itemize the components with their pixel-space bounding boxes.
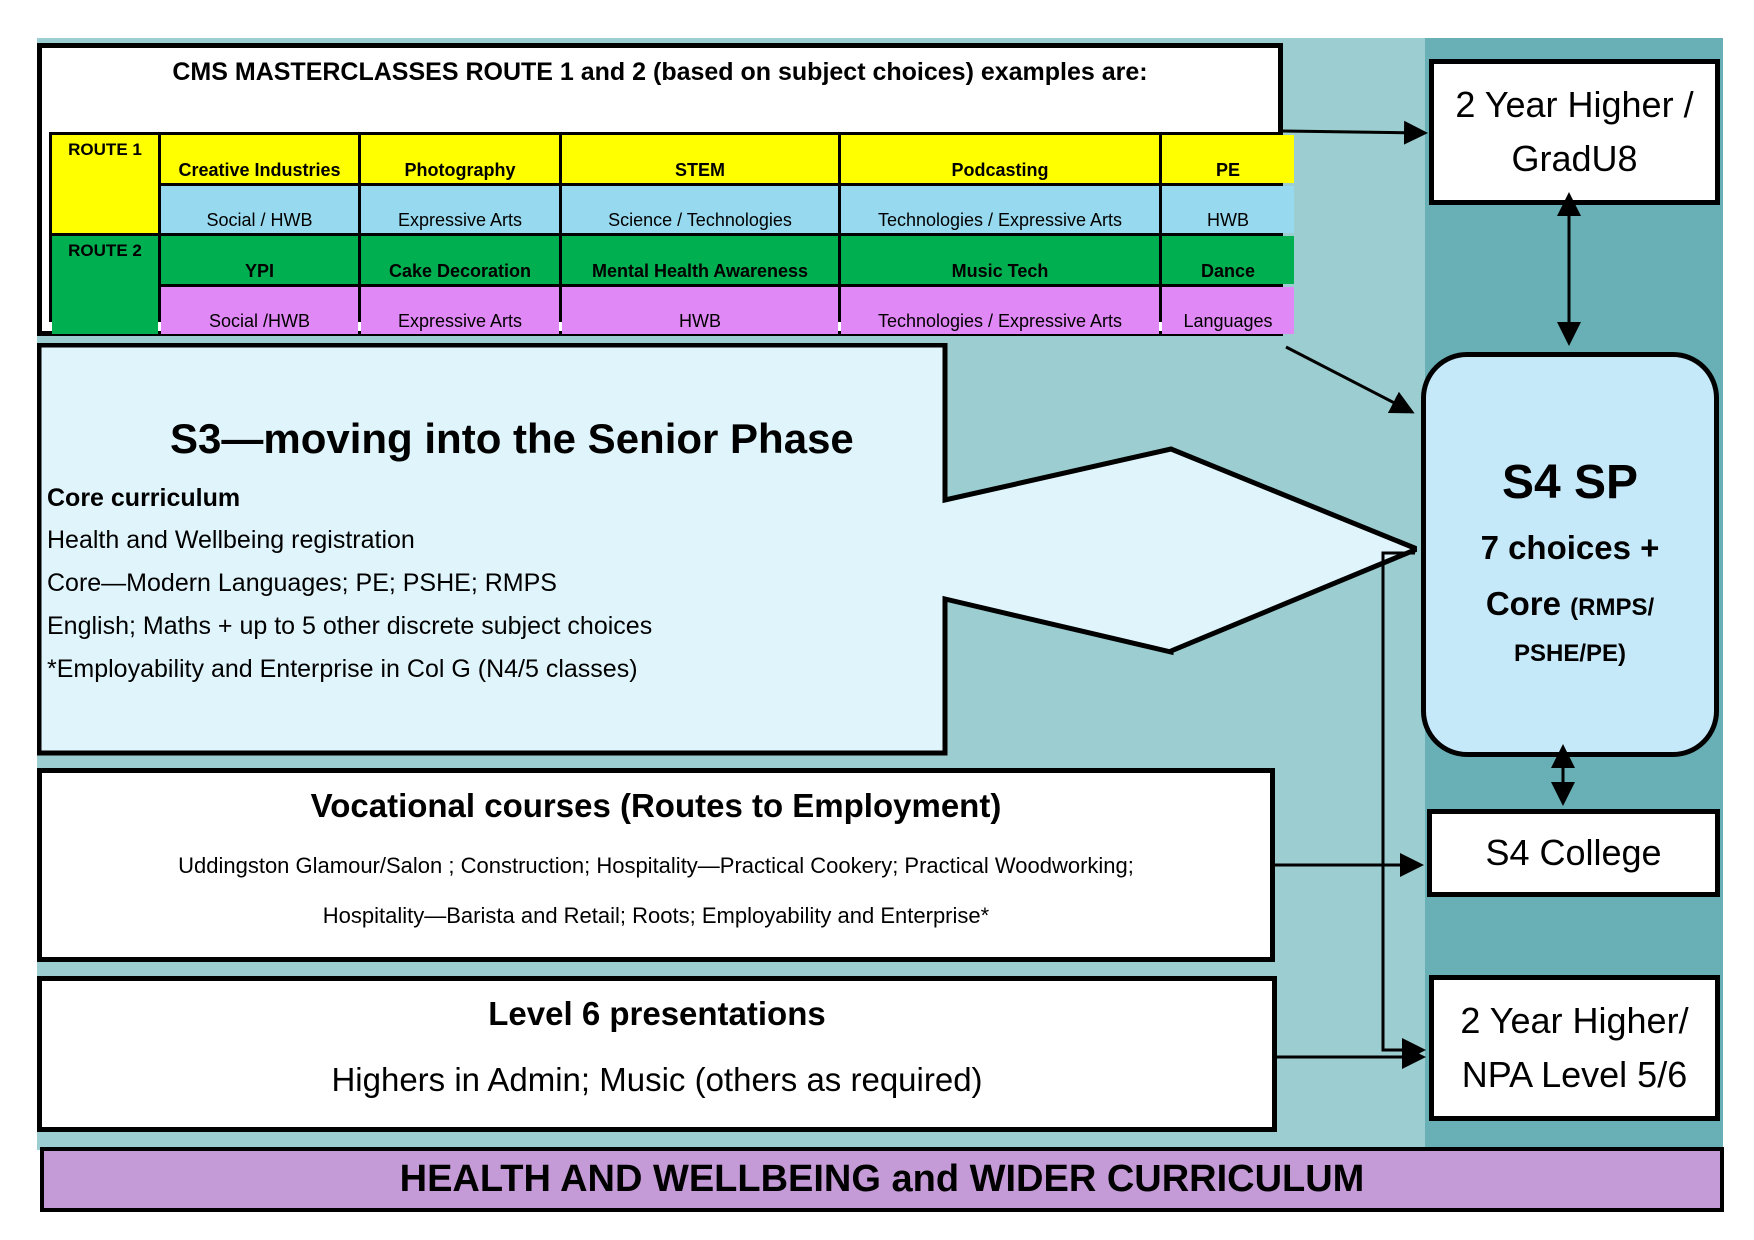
- route2-area: Languages: [1162, 287, 1294, 334]
- s4-sp-box: S4 SP 7 choices + Core (RMPS/ PSHE/PE): [1421, 352, 1719, 757]
- vocational-courses-line: Hospitality—Barista and Retail; Roots; E…: [322, 903, 990, 928]
- vocational-panel: Vocational courses (Routes to Employment…: [37, 768, 1275, 962]
- s4-sp-core-detail: PSHE/PE): [1513, 640, 1627, 667]
- route1-area: Science / Technologies: [562, 186, 838, 233]
- vocational-title: Vocational courses (Routes to Employment…: [310, 787, 1002, 824]
- route2-course: YPI: [161, 236, 358, 284]
- route1-area: Social / HWB: [161, 186, 358, 233]
- s3-title: S3—moving into the Senior Phase: [170, 415, 854, 462]
- route2-course: Mental Health Awareness: [562, 236, 838, 284]
- route1-course: Photography: [361, 135, 559, 183]
- npa-box: 2 Year Higher/ NPA Level 5/6: [1429, 975, 1720, 1121]
- route2-area: Social /HWB: [161, 287, 358, 334]
- route1-course: Creative Industries: [161, 135, 358, 183]
- level6-panel: Level 6 presentations Highers in Admin; …: [37, 976, 1277, 1132]
- route1-label: ROUTE 1: [52, 135, 158, 233]
- s4-sp-core-detail: (RMPS/: [1570, 594, 1655, 621]
- npa-line: 2 Year Higher/: [1460, 1000, 1689, 1041]
- route2-course: Cake Decoration: [361, 236, 559, 284]
- route2-area: Technologies / Expressive Arts: [841, 287, 1159, 334]
- route1-course: STEM: [562, 135, 838, 183]
- vocational-courses-line: Uddingston Glamour/Salon ; Construction;…: [178, 853, 1134, 878]
- s4-sp-choices: 7 choices +: [1480, 529, 1660, 566]
- core-curriculum-line: Core—Modern Languages; PE; PSHE; RMPS: [47, 569, 557, 597]
- s4-college-label: S4 College: [1485, 832, 1662, 873]
- route1-area: HWB: [1162, 186, 1294, 233]
- core-curriculum-line: *Employability and Enterprise in Col G (…: [47, 655, 638, 683]
- s4-sp-core: Core (RMPS/: [1426, 585, 1714, 623]
- s3-arrow-shape: [37, 343, 1417, 756]
- route1-area: Technologies / Expressive Arts: [841, 186, 1159, 233]
- npa-line: NPA Level 5/6: [1461, 1054, 1688, 1095]
- core-curriculum-heading: Core curriculum: [47, 484, 241, 512]
- route2-area: Expressive Arts: [361, 287, 559, 334]
- gradu8-line: GradU8: [1511, 138, 1638, 179]
- masterclasses-table: ROUTE 1 Creative Industries Photography …: [49, 132, 1294, 334]
- route1-course: PE: [1162, 135, 1294, 183]
- footer-band: HEALTH AND WELLBEING and WIDER CURRICULU…: [40, 1147, 1724, 1212]
- gradu8-box: 2 Year Higher / GradU8: [1429, 59, 1720, 205]
- s4-sp-title: S4 SP: [1501, 456, 1639, 509]
- core-curriculum-line: English; Maths + up to 5 other discrete …: [47, 612, 653, 640]
- level6-title: Level 6 presentations: [488, 995, 826, 1032]
- gradu8-line: 2 Year Higher /: [1455, 84, 1694, 125]
- level6-detail: Highers in Admin; Music (others as requi…: [331, 1061, 983, 1098]
- core-curriculum-line: Health and Wellbeing registration: [47, 526, 415, 554]
- route2-course: Dance: [1162, 236, 1294, 284]
- s4-sp-core-label: Core: [1485, 585, 1561, 622]
- route2-label: ROUTE 2: [52, 236, 158, 334]
- route2-area: HWB: [562, 287, 838, 334]
- route1-area: Expressive Arts: [361, 186, 559, 233]
- route1-course: Podcasting: [841, 135, 1159, 183]
- s4-college-box: S4 College: [1427, 809, 1720, 897]
- masterclasses-title: CMS MASTERCLASSES ROUTE 1 and 2 (based o…: [172, 58, 1148, 86]
- masterclasses-panel: CMS MASTERCLASSES ROUTE 1 and 2 (based o…: [37, 43, 1294, 336]
- route2-course: Music Tech: [841, 236, 1159, 284]
